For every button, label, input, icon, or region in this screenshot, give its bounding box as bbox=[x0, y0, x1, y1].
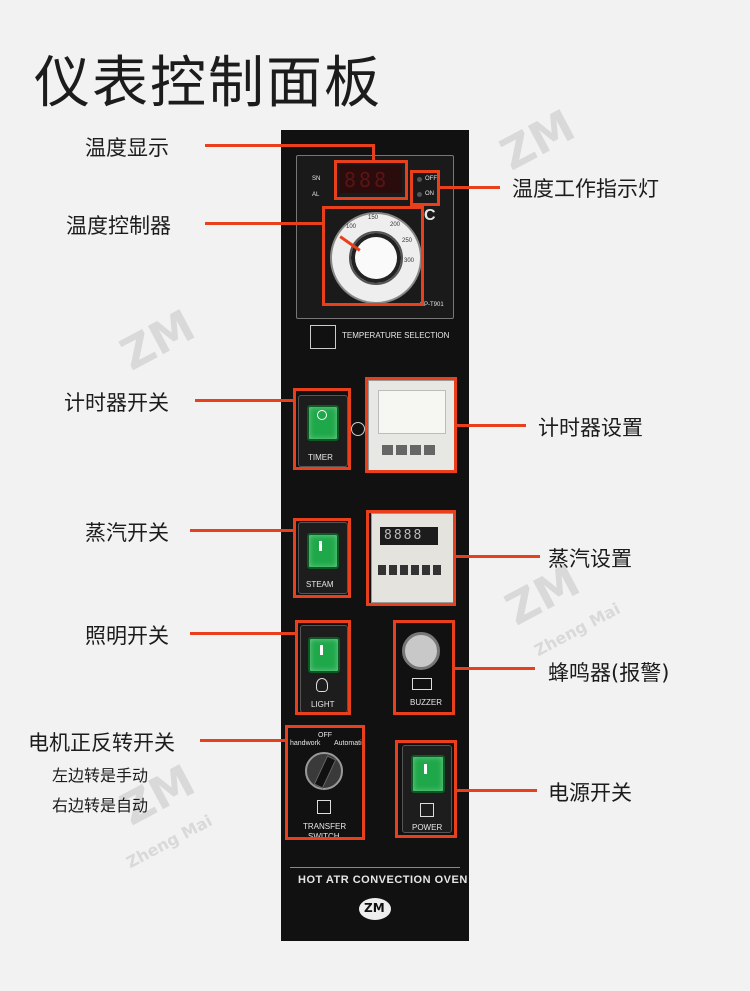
label-timer-switch: 计时器开关 bbox=[64, 391, 169, 415]
leader-transfer-switch bbox=[200, 739, 287, 742]
leader-timer-switch bbox=[195, 399, 295, 402]
steam-label: STEAM bbox=[306, 580, 334, 589]
steam-switch[interactable] bbox=[307, 533, 339, 569]
dial-mark: 200 bbox=[390, 222, 401, 228]
temp-controller-box bbox=[322, 206, 424, 306]
sn-label: SN bbox=[312, 176, 321, 182]
timer-setting-box bbox=[365, 377, 457, 473]
light-switch[interactable] bbox=[308, 637, 340, 673]
rocker-mark bbox=[317, 410, 327, 420]
rocker-mark bbox=[319, 541, 322, 551]
label-motor-left: 左边转是手动 bbox=[52, 766, 149, 785]
light-switch-box bbox=[295, 620, 351, 715]
watermark-logo: ZM bbox=[112, 300, 204, 381]
label-motor-right: 右边转是自动 bbox=[52, 796, 149, 815]
temperature-display bbox=[340, 165, 402, 193]
page-title: 仪表控制面板 bbox=[34, 51, 382, 116]
steam-switch-box bbox=[293, 518, 351, 598]
label-light-switch: 照明开关 bbox=[85, 624, 169, 648]
dial-mark: 300 bbox=[404, 258, 415, 264]
leader-temp-display-drop bbox=[372, 144, 375, 161]
leader-power-switch bbox=[457, 789, 537, 792]
leader-temp-indicator bbox=[440, 186, 500, 189]
buzzer-label: BUZZER bbox=[410, 698, 442, 707]
rocker-mark bbox=[424, 764, 427, 774]
buzzer-box bbox=[393, 620, 455, 715]
steam-setting-box bbox=[366, 510, 456, 606]
transfer-switch-label: SWITCH bbox=[308, 832, 340, 841]
handwork-label: handwork bbox=[290, 740, 321, 747]
temperature-knob[interactable] bbox=[349, 231, 403, 285]
light-label: LIGHT bbox=[311, 700, 335, 709]
transfer-switch-label: TRANSFER bbox=[303, 822, 347, 831]
off-indicator-label: OFF bbox=[425, 176, 437, 182]
buzzer-icon bbox=[412, 678, 432, 690]
al-label: AL bbox=[312, 192, 320, 198]
leader-steam-setting bbox=[456, 555, 540, 558]
watermark-logo: ZM bbox=[492, 100, 584, 181]
label-buzzer: 蜂鸣器(报警) bbox=[548, 661, 670, 685]
power-switch-box bbox=[395, 740, 457, 838]
lightbulb-icon bbox=[316, 678, 328, 692]
label-timer-setting: 计时器设置 bbox=[538, 416, 643, 440]
label-power-switch: 电源开关 bbox=[548, 781, 632, 805]
label-temp-controller: 温度控制器 bbox=[66, 214, 171, 238]
clock-icon bbox=[351, 422, 365, 436]
timer-setting-buttons bbox=[382, 440, 440, 455]
steam-digits: 8888 bbox=[384, 528, 424, 543]
buzzer-device bbox=[402, 632, 440, 670]
timer-label: TIMER bbox=[308, 453, 333, 462]
automatic-label: Automatic bbox=[334, 740, 366, 747]
brand-logo-text: ZM bbox=[364, 901, 385, 915]
label-temp-display: 温度显示 bbox=[85, 136, 169, 160]
dial-mark: 150 bbox=[368, 215, 379, 221]
rocker-mark bbox=[320, 645, 323, 655]
leader-steam-switch bbox=[190, 529, 295, 532]
label-steam-setting: 蒸汽设置 bbox=[548, 547, 632, 571]
off-indicator-led bbox=[417, 177, 422, 182]
temperature-selection-label: TEMPERATURE SELECTION bbox=[342, 331, 450, 340]
panel-divider bbox=[290, 867, 460, 868]
temperature-selection-icon bbox=[310, 325, 336, 349]
temp-indicator-box bbox=[410, 170, 440, 206]
power-switch[interactable] bbox=[411, 755, 445, 793]
dial-mark: 250 bbox=[402, 238, 413, 244]
model-label: SP-T901 bbox=[420, 302, 444, 308]
off-position-label: OFF bbox=[318, 732, 332, 739]
leader-temp-controller bbox=[205, 222, 323, 225]
dial-mark: 100 bbox=[346, 224, 357, 230]
leader-buzzer bbox=[455, 667, 535, 670]
power-label: POWER bbox=[412, 823, 443, 832]
temperature-digits: 888 bbox=[344, 168, 390, 192]
transfer-switch-box bbox=[285, 725, 365, 840]
leader-temp-display bbox=[205, 144, 375, 147]
on-indicator-led bbox=[417, 192, 422, 197]
lightning-icon bbox=[420, 803, 434, 817]
steam-display bbox=[380, 527, 438, 545]
label-temp-indicator: 温度工作指示灯 bbox=[512, 177, 659, 201]
brand-logo bbox=[359, 898, 391, 920]
oven-name: HOT ATR CONVECTION OVEN bbox=[298, 874, 468, 886]
label-steam-switch: 蒸汽开关 bbox=[85, 521, 169, 545]
label-motor-switch: 电机正反转开关 bbox=[28, 731, 175, 755]
transfer-switch-icon bbox=[317, 800, 331, 814]
on-indicator-label: ON bbox=[425, 191, 434, 197]
timer-switch-box bbox=[293, 388, 351, 470]
timer-setting-window bbox=[378, 390, 446, 434]
leader-timer-setting bbox=[456, 424, 526, 427]
leader-light-switch bbox=[190, 632, 297, 635]
steam-dip-switches bbox=[378, 560, 442, 575]
temp-display-box bbox=[334, 160, 408, 200]
unit-label: C bbox=[424, 207, 436, 224]
